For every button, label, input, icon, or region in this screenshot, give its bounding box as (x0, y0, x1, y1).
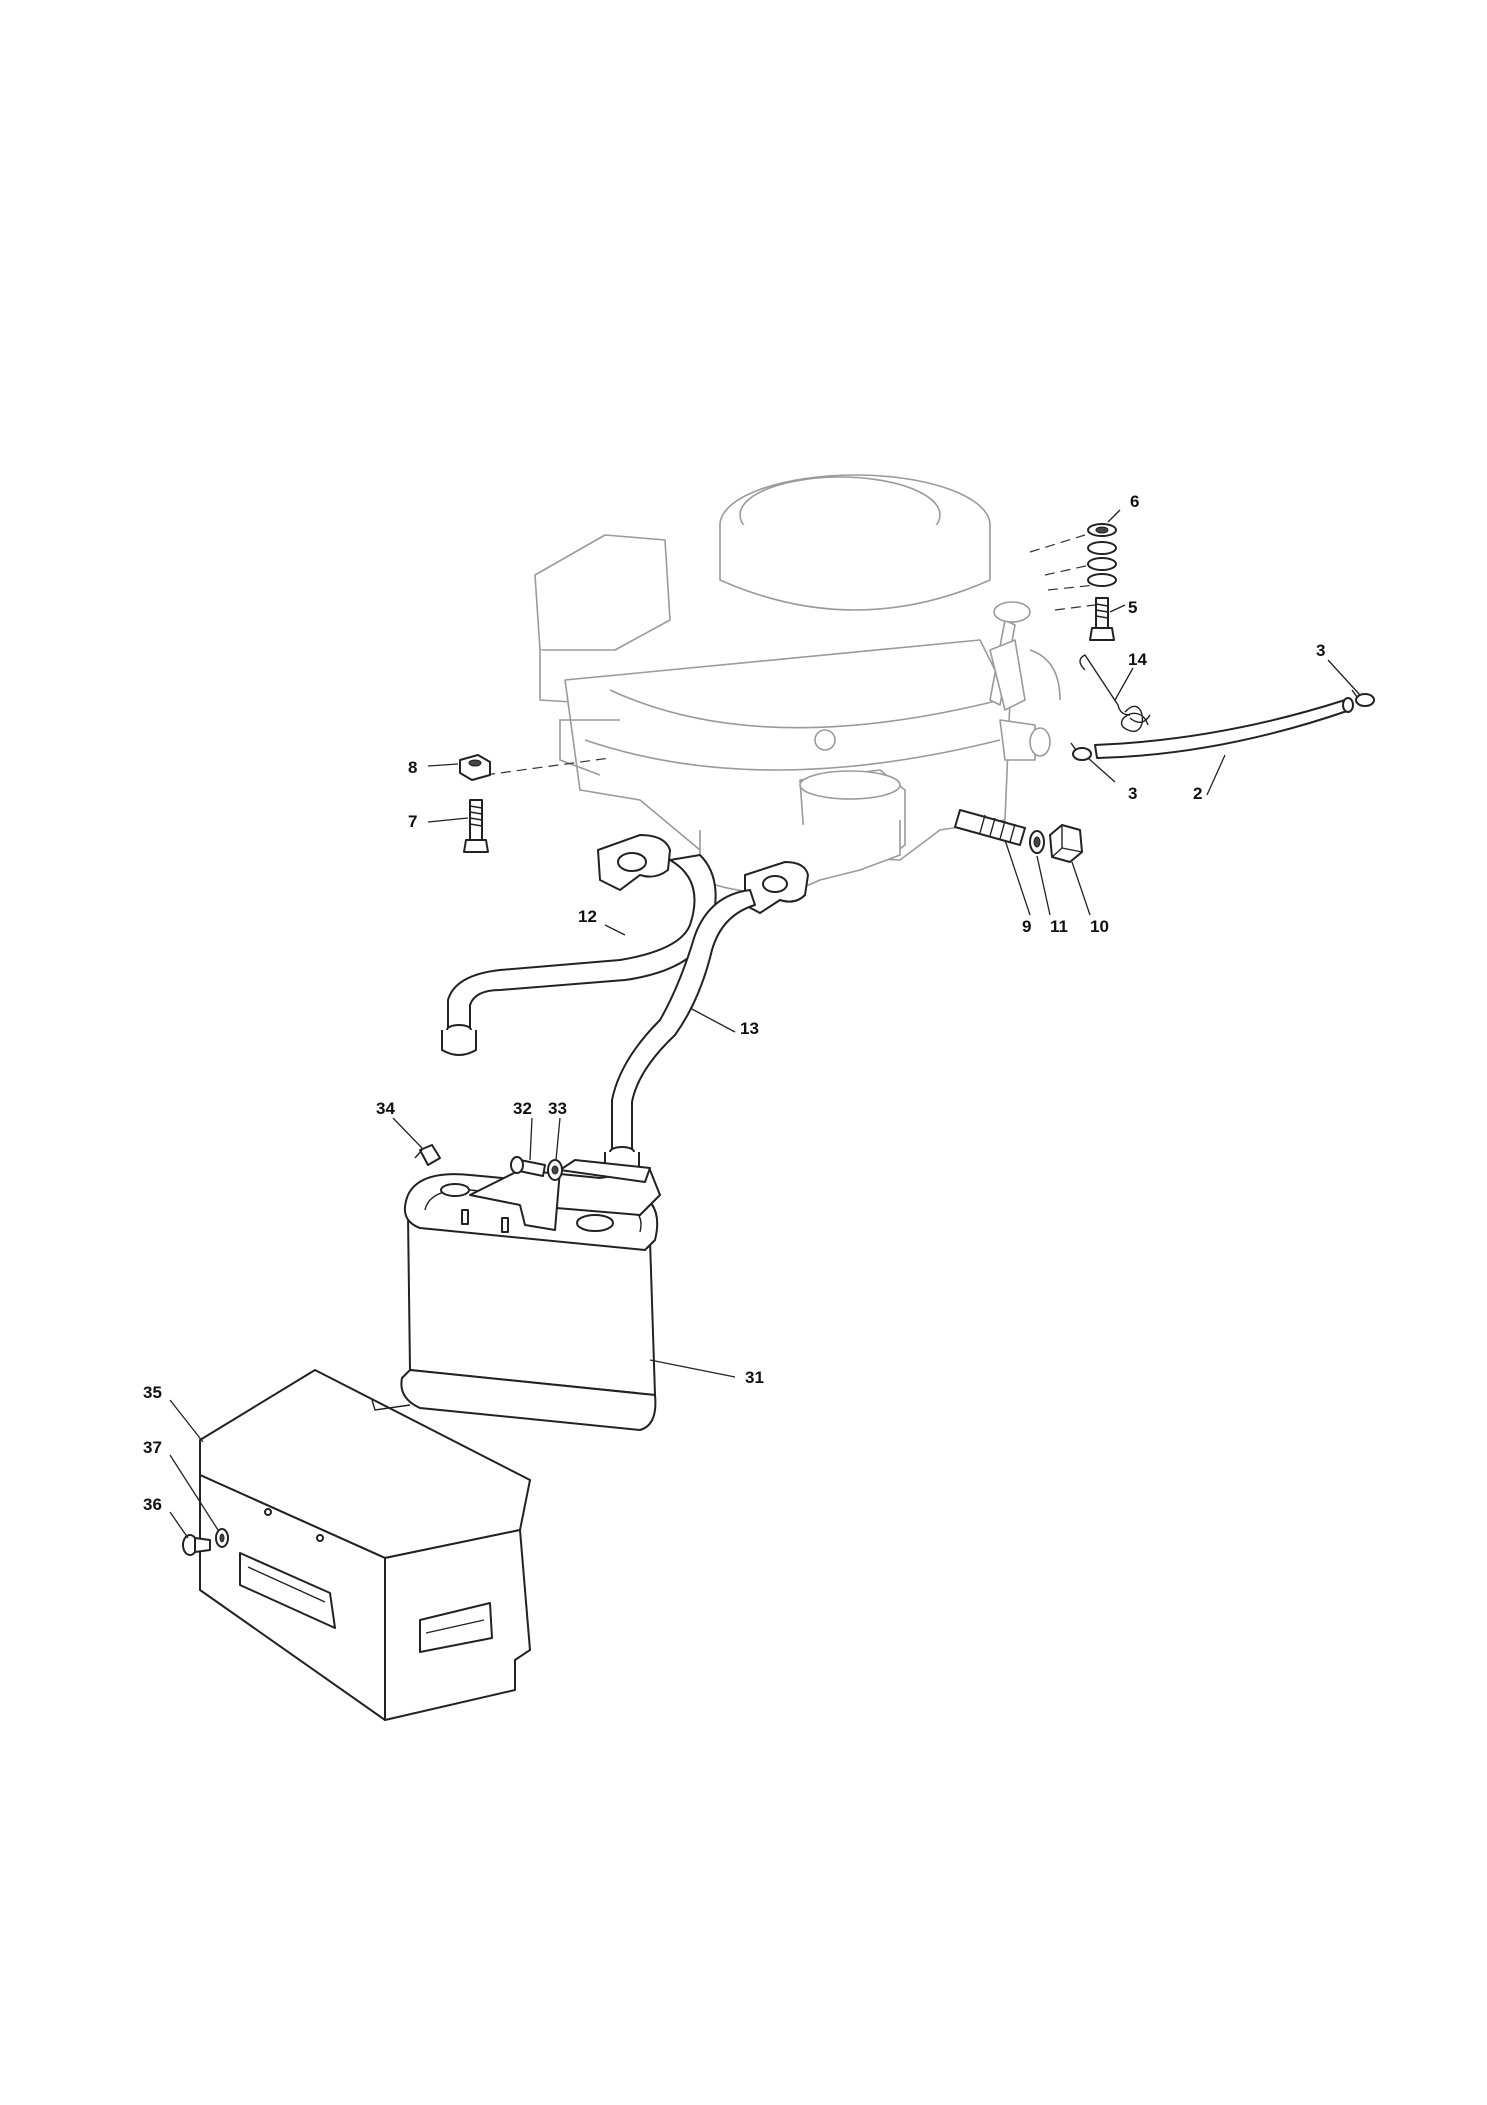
callout-10: 10 (1090, 917, 1109, 936)
nipple-part-9 (954, 809, 1026, 846)
bolt-part-32 (510, 1156, 546, 1177)
callout-35: 35 (143, 1383, 162, 1402)
clamp-part-3-right (1351, 689, 1375, 707)
heat-shield-part-35 (199, 1369, 531, 1721)
callout-2: 2 (1193, 784, 1202, 803)
callout-labels: 6 5 14 3 3 2 8 7 9 11 10 12 13 34 32 33 … (143, 492, 1325, 1514)
clamp-part-3-left (1070, 742, 1092, 761)
spring-clip-part-14 (1079, 654, 1151, 733)
callout-32: 32 (513, 1099, 532, 1118)
bolt-part-7 (463, 799, 489, 853)
callout-31: 31 (745, 1368, 764, 1387)
washer-part-37 (215, 1528, 229, 1548)
hose-part-2 (1094, 697, 1354, 759)
screw-part-36 (182, 1534, 211, 1556)
callout-7: 7 (408, 812, 417, 831)
muffler-part-31 (400, 1159, 661, 1431)
callout-3-left: 3 (1128, 784, 1137, 803)
callout-9: 9 (1022, 917, 1031, 936)
washer-stack-part-6 (1087, 523, 1117, 587)
callout-34: 34 (376, 1099, 395, 1118)
callout-37: 37 (143, 1438, 162, 1457)
callout-11: 11 (1050, 917, 1068, 936)
callout-13: 13 (740, 1019, 759, 1038)
washer-part-33 (547, 1159, 563, 1181)
callout-6: 6 (1130, 492, 1139, 511)
bolt-part-5 (1089, 597, 1115, 641)
engine-outline (534, 474, 1061, 894)
callout-5: 5 (1128, 598, 1137, 617)
callout-33: 33 (548, 1099, 567, 1118)
callout-36: 36 (143, 1495, 162, 1514)
washer-part-11 (1029, 830, 1045, 854)
callout-12: 12 (578, 907, 597, 926)
nut-part-8 (459, 754, 491, 781)
callout-8: 8 (408, 758, 417, 777)
alignment-lines (484, 534, 1096, 776)
callout-14: 14 (1128, 650, 1147, 669)
leader-lines (169, 509, 1361, 1539)
clip-part-34 (414, 1144, 441, 1166)
cap-nut-part-10 (1049, 824, 1083, 863)
callout-3-right: 3 (1316, 641, 1325, 660)
